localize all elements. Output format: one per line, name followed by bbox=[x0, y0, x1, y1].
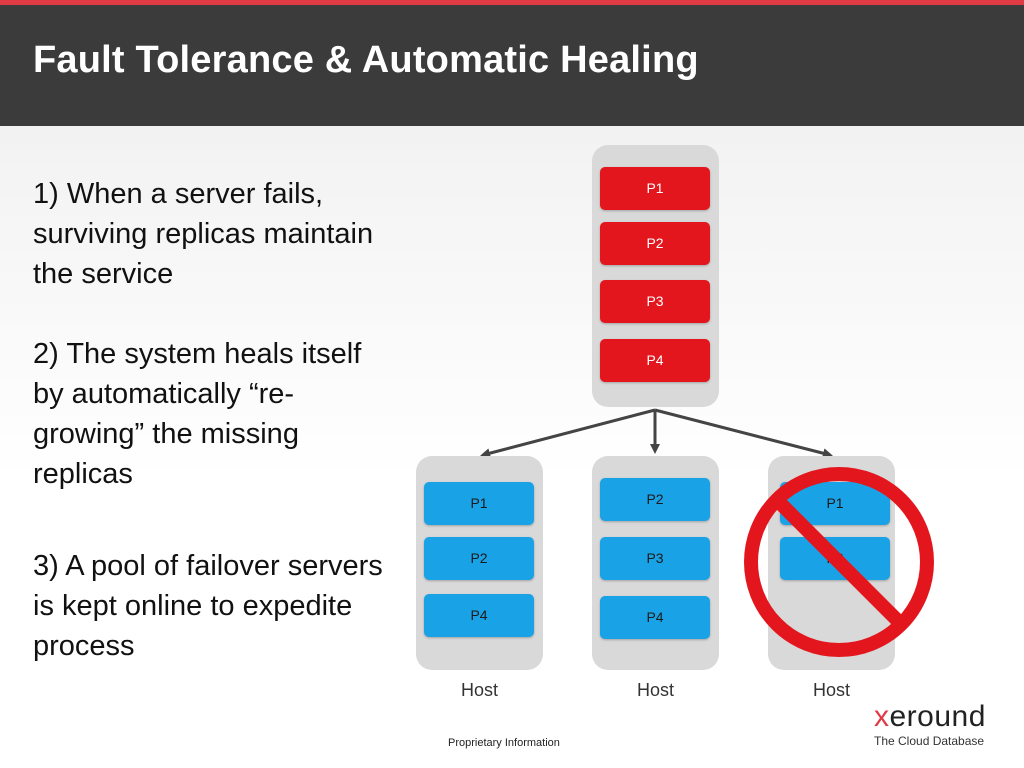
brand-tagline: The Cloud Database bbox=[874, 734, 985, 748]
replica-p4: P4 bbox=[424, 594, 534, 637]
brand-rest: eround bbox=[889, 700, 986, 733]
point-2: 2) The system heals itself by automatica… bbox=[33, 338, 362, 490]
host-1: P1 P2 P4 bbox=[416, 456, 543, 670]
replica-p4: P4 bbox=[600, 596, 710, 639]
point-1: 1) When a server fails, surviving replic… bbox=[33, 178, 374, 290]
replica-p2: P2 bbox=[424, 537, 534, 580]
host-label-1: Host bbox=[460, 680, 498, 700]
replica-p1: P1 bbox=[424, 482, 534, 525]
replica-p1: P1 bbox=[780, 482, 890, 525]
host-label-2: Host bbox=[636, 680, 674, 700]
replica-p3: P3 bbox=[600, 537, 710, 580]
host-source: P1 P2 P3 P4 bbox=[592, 145, 719, 407]
host-label-3: Host bbox=[812, 680, 850, 700]
footer-note: Proprietary Information bbox=[448, 737, 560, 749]
partition-p3: P3 bbox=[600, 280, 710, 323]
host-3-failed: P1 P3 bbox=[768, 456, 895, 670]
brand-x: x bbox=[874, 700, 890, 733]
replica-p2: P2 bbox=[600, 478, 710, 521]
replica-p3: P3 bbox=[780, 537, 890, 580]
brand-wordmark: xeround bbox=[874, 700, 1004, 734]
partition-p2: P2 bbox=[600, 222, 710, 265]
accent-line bbox=[0, 0, 1024, 5]
brand-logo: xeround The Cloud Database bbox=[874, 700, 1004, 748]
host-2: P2 P3 P4 bbox=[592, 456, 719, 670]
point-3: 3) A pool of failover servers is kept on… bbox=[33, 550, 383, 662]
slide-title: Fault Tolerance & Automatic Healing bbox=[33, 39, 699, 81]
header-bar: Fault Tolerance & Automatic Healing bbox=[0, 5, 1024, 126]
partition-p4: P4 bbox=[600, 339, 710, 382]
partition-p1: P1 bbox=[600, 167, 710, 210]
